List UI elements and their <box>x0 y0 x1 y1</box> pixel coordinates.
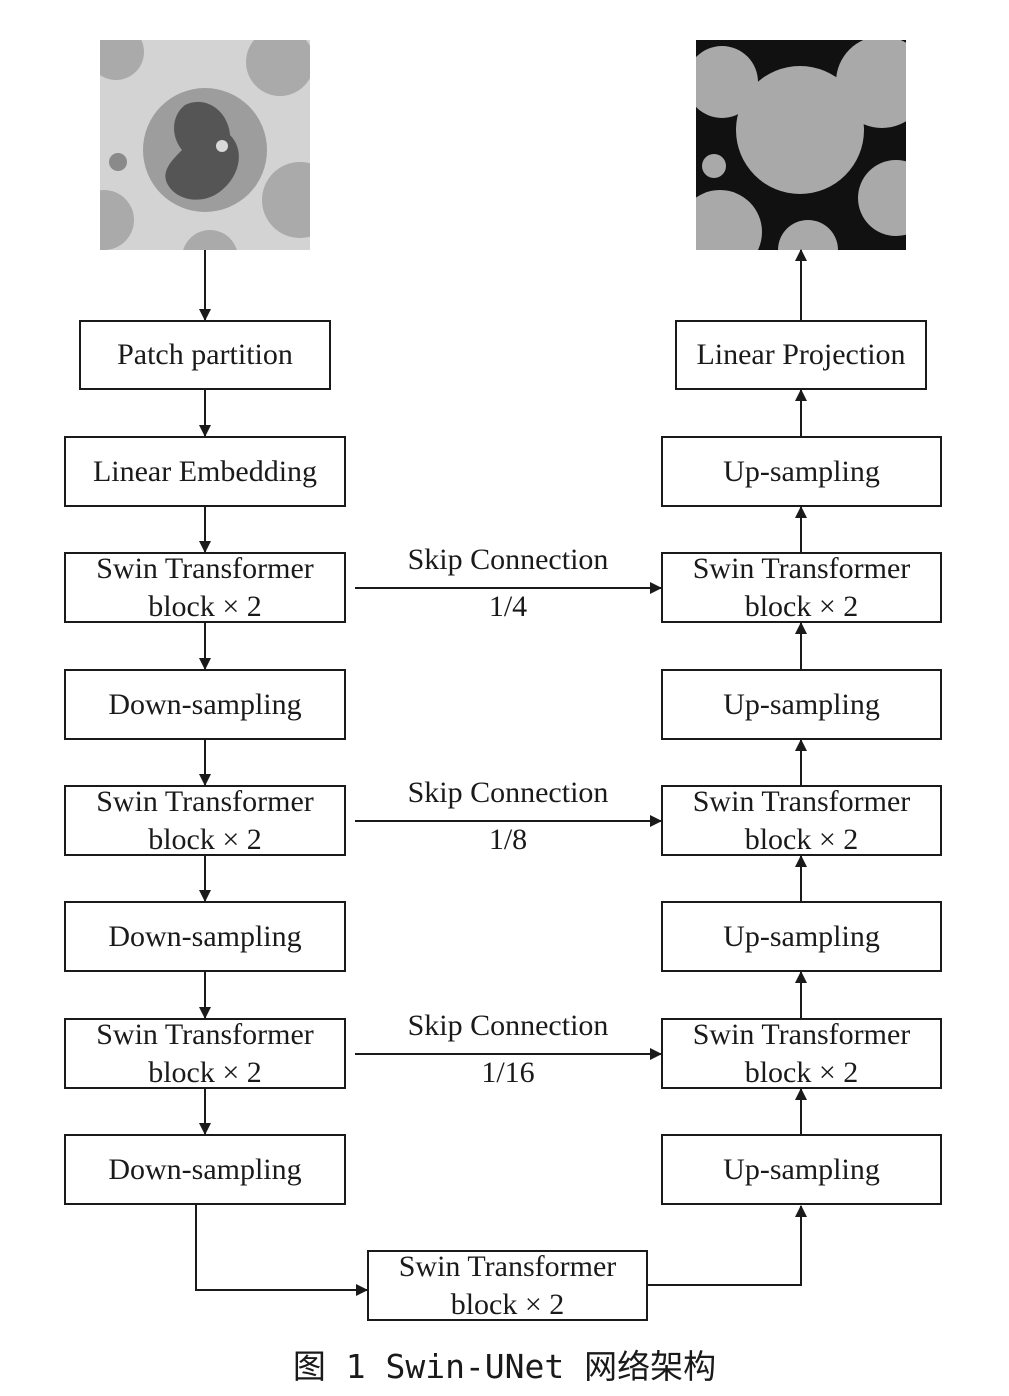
encoder-swin-block-2-title: Swin Transformer <box>96 784 314 818</box>
encoder-swin-block-1-title: Swin Transformer <box>96 551 314 585</box>
skip-connection-label-2: Skip Connection <box>407 776 609 809</box>
encoder-swin-block-2-count: block × 2 <box>148 822 262 856</box>
patch-partition-label: Patch partition <box>117 338 293 371</box>
down-sampling-label-1: Down-sampling <box>108 687 302 721</box>
down-sampling-box-1: Down-sampling <box>64 669 346 740</box>
skip-arrows <box>355 582 662 1060</box>
decoder-swin-block-1-count: block × 2 <box>744 589 859 623</box>
down-sampling-box-3: Down-sampling <box>64 1134 346 1205</box>
up-sampling-label-2: Up-sampling <box>723 919 880 953</box>
skip-connection-scale-2: 1/8 <box>488 823 528 856</box>
up-sampling-box-3: Up-sampling <box>661 669 942 740</box>
bottleneck-swin-block-title: Swin Transformer <box>398 1249 617 1283</box>
skip-connection-label-3: Skip Connection <box>407 1009 609 1042</box>
linear-projection-box: Linear Projection <box>675 320 927 390</box>
up-sampling-box-1: Up-sampling <box>661 1134 942 1205</box>
decoder-swin-block-2-count: block × 2 <box>744 822 859 856</box>
patch-partition-box: Patch partition <box>79 320 331 390</box>
encoder-swin-block-3: Swin Transformer block × 2 <box>64 1018 346 1089</box>
decoder-swin-block-3: Swin Transformer block × 2 <box>661 1018 942 1089</box>
encoder-swin-block-1: Swin Transformer block × 2 <box>64 552 346 623</box>
bottleneck-arrows <box>195 1205 807 1296</box>
figure-caption: 图 1 Swin-UNet 网络架构 <box>292 1347 717 1386</box>
skip-connection-scale-1: 1/4 <box>488 590 528 623</box>
linear-embedding-label: Linear Embedding <box>92 454 318 488</box>
up-sampling-label-3: Up-sampling <box>723 687 880 721</box>
encoder-swin-block-3-count: block × 2 <box>148 1055 262 1089</box>
decoder-swin-block-1: Swin Transformer block × 2 <box>661 552 942 623</box>
decoder-swin-block-3-title: Swin Transformer <box>692 1017 911 1051</box>
decoder-swin-block-2-title: Swin Transformer <box>692 784 911 818</box>
decoder-swin-block-1-title: Swin Transformer <box>692 551 911 585</box>
arrow-bottleneck-to-up1 <box>647 1205 807 1286</box>
linear-projection-label: Linear Projection <box>696 338 906 371</box>
up-sampling-label-1: Up-sampling <box>723 1152 880 1186</box>
encoder-swin-block-3-title: Swin Transformer <box>96 1017 314 1051</box>
decoder-swin-block-2: Swin Transformer block × 2 <box>661 785 942 856</box>
linear-embedding-box: Linear Embedding <box>64 436 346 507</box>
segmentation-mask-image <box>696 40 906 250</box>
decoder-swin-block-3-count: block × 2 <box>744 1055 859 1089</box>
up-sampling-box-4: Up-sampling <box>661 436 942 507</box>
down-sampling-label-2: Down-sampling <box>108 919 302 953</box>
encoder-swin-block-1-count: block × 2 <box>148 589 262 623</box>
bottleneck-swin-block: Swin Transformer block × 2 <box>367 1250 648 1321</box>
up-sampling-label-4: Up-sampling <box>723 454 880 488</box>
skip-connection-label-1: Skip Connection <box>407 543 609 576</box>
down-sampling-box-2: Down-sampling <box>64 901 346 972</box>
bottleneck-swin-block-count: block × 2 <box>450 1287 565 1321</box>
arrow-down3-to-bottleneck <box>195 1205 368 1296</box>
skip-connection-scale-3: 1/16 <box>481 1056 535 1089</box>
input-cell-image <box>100 40 310 250</box>
encoder-swin-block-2: Swin Transformer block × 2 <box>64 785 346 856</box>
down-sampling-label-3: Down-sampling <box>108 1152 302 1186</box>
up-sampling-box-2: Up-sampling <box>661 901 942 972</box>
